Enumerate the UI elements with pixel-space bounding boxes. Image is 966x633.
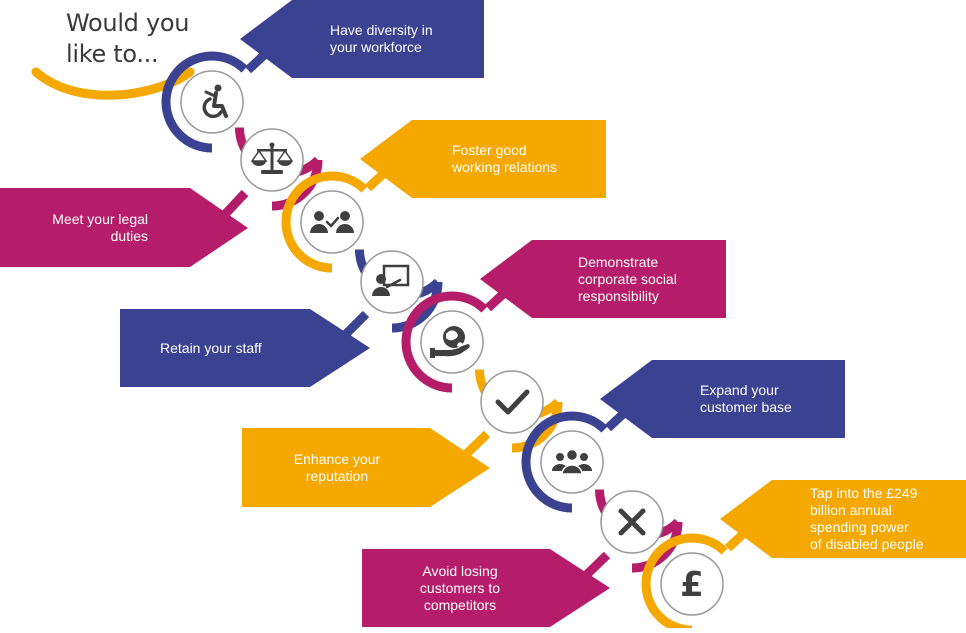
arc-tail-customer-group [521,461,573,513]
node-circle [540,430,604,494]
node-cross [600,490,664,554]
arc-tail-globe-in-hand [401,341,453,393]
arc-wheelchair [161,51,248,103]
connectors [212,41,759,588]
arc-tail-people-agreement [281,221,333,273]
node-scales-of-justice [240,128,304,192]
banner-tap-spending [720,480,966,558]
arc-tail-scales-of-justice [271,159,323,211]
svg-text:£: £ [680,565,704,605]
presenter-icon [372,264,410,296]
banner-retain-staff [120,309,370,387]
label-enhance-reputation: Enhance your reputation [293,451,381,484]
label-tap-spending: Tap into the £249 billion annual spendin… [810,485,924,552]
pound-sign-icon: £ [680,565,704,605]
globe-in-hand-icon [430,326,470,358]
people-agreement-icon [310,211,354,233]
arc-globe-in-hand [401,291,488,343]
label-avoid-losing: Avoid losing customers to competitors [419,563,501,613]
arc-tail-wheelchair [161,101,213,153]
checkmark-icon [495,389,530,415]
node-checkmark [480,370,544,434]
title-line-2: like to... [66,40,159,68]
cross-icon [618,508,646,536]
banner-avoid-losing [362,549,610,627]
title-line-1: Would you [66,9,190,37]
label-expand-customers: Expand your customer base [700,382,792,415]
icon-circles: £ [180,70,724,616]
node-people-agreement [300,190,364,254]
banner-enhance-reputation [242,428,490,507]
label-retain-staff: Retain your staff [160,340,262,356]
arc-pound-sign [641,533,728,585]
banner-have-diversity [240,0,484,78]
node-customer-group [540,430,604,494]
node-pound-sign: £ [660,552,724,616]
node-circle [180,70,244,134]
node-wheelchair [180,70,244,134]
arc-tail-presenter [391,281,443,333]
node-circle [480,370,544,434]
banner-csr [480,240,726,318]
label-have-diversity: Have diversity in your workforce [330,22,433,55]
node-circle [360,250,424,314]
customer-group-icon [552,448,592,475]
node-circle [660,552,724,616]
label-csr: Demonstrate corporate social responsibil… [578,254,677,304]
label-foster-relations: Foster good working relations [452,142,558,175]
banner-meet-legal-duties [0,188,248,267]
label-meet-legal-duties: Meet your legal duties [52,211,148,244]
wheelchair-icon [202,84,228,119]
arc-people-agreement [281,171,368,223]
arc-tail-checkmark [511,401,563,453]
page-title: Would you like to... [66,8,236,70]
node-circle [300,190,364,254]
arc-customer-group [521,411,608,463]
banner-foster-relations [360,120,606,198]
lead-in-curve [31,67,195,100]
banner-expand-customers [600,360,845,438]
node-globe-in-hand [420,310,484,374]
scales-of-justice-icon [250,142,294,174]
arc-rings [161,51,728,633]
arc-tail-cross [631,521,683,573]
node-presenter [360,250,424,314]
